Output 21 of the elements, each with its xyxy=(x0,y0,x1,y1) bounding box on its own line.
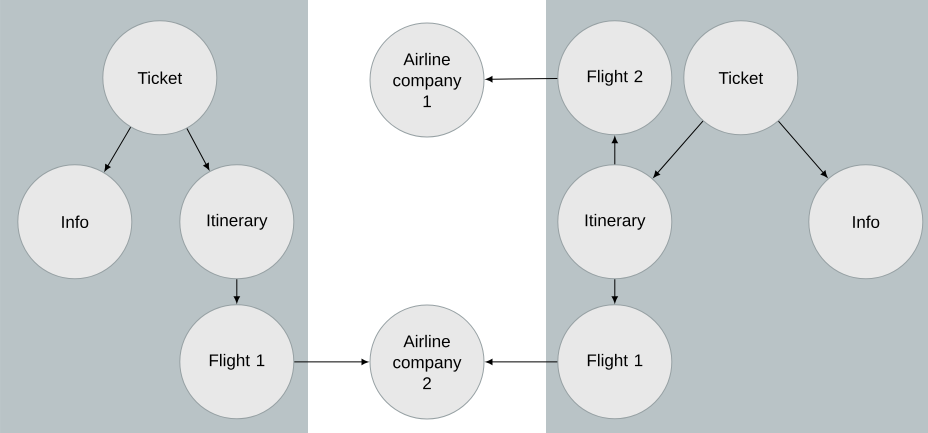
arrow xyxy=(612,136,618,165)
circle-node: Info xyxy=(808,164,924,280)
circle-node: Flight 1 xyxy=(179,304,294,420)
circle-node: Itinerary xyxy=(557,164,672,280)
circle-node: Airline company 2 xyxy=(370,304,484,420)
circle-node: Itinerary xyxy=(179,164,294,280)
circle-node: Flight 2 xyxy=(557,20,672,136)
circle-node: Info xyxy=(17,164,132,280)
arrow xyxy=(653,120,704,178)
arrow xyxy=(234,278,240,303)
arrow xyxy=(104,126,132,172)
circle-node: Airline company 1 xyxy=(370,22,484,138)
circle-node: Ticket xyxy=(683,20,798,136)
arrow xyxy=(486,76,558,82)
circle-node: Ticket xyxy=(102,20,218,136)
arrow xyxy=(486,358,558,365)
arrow xyxy=(778,120,828,178)
arrow xyxy=(294,358,368,365)
arrow xyxy=(186,128,210,170)
circle-node: Flight 1 xyxy=(557,304,672,420)
arrow xyxy=(612,278,618,303)
